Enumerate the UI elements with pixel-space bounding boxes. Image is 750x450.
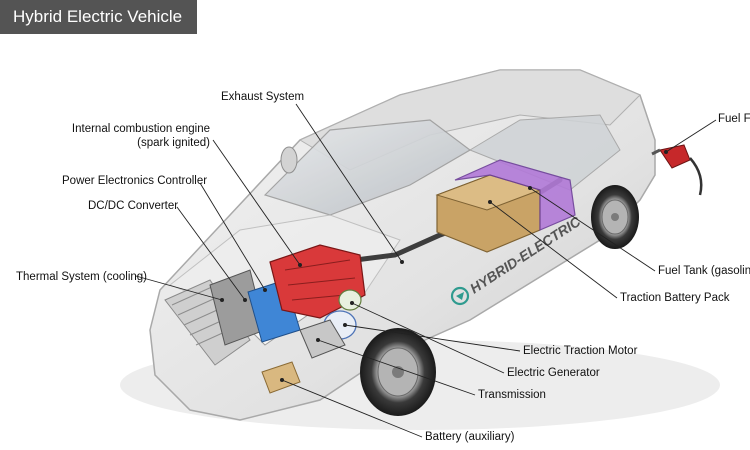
label-traction-battery-pack: Traction Battery Pack (620, 292, 730, 304)
label-battery-auxiliary: Battery (auxiliary) (425, 431, 515, 443)
front-wheel (360, 328, 436, 416)
label-electric-generator: Electric Generator (507, 367, 600, 379)
label-internal-combustion-engine: Internal combustion engine (spark ignite… (70, 122, 210, 150)
leader-transmission (317, 339, 476, 396)
leader-aux-battery (281, 379, 423, 438)
leader-fuel-tank (529, 187, 656, 272)
leader-motor (344, 324, 521, 352)
label-ice-line2: (spark ignited) (137, 137, 210, 149)
leader-exhaust (295, 103, 403, 263)
leader-fuel-filler (665, 119, 717, 153)
hybrid-badge-logo (450, 286, 470, 306)
engine-detail (284, 259, 356, 301)
title-bar: Hybrid Electric Vehicle (0, 0, 197, 34)
leader-dots (220, 150, 668, 382)
label-ice-line1: Internal combustion engine (71, 123, 210, 135)
label-fuel-filler: Fuel Filler (718, 113, 750, 125)
label-power-electronics-controller: Power Electronics Controller (62, 175, 208, 187)
generator (338, 289, 362, 311)
leader-traction-battery (489, 201, 618, 299)
aux-battery-block (261, 361, 301, 394)
leader-ice (212, 139, 301, 266)
side-mirror (280, 146, 298, 174)
page-title: Hybrid Electric Vehicle (13, 7, 183, 26)
label-transmission: Transmission (478, 389, 546, 401)
label-thermal-system: Thermal System (cooling) (16, 271, 148, 283)
rear-wheel (591, 185, 639, 249)
fuel-tank-block (454, 159, 576, 231)
leader-dcdc (176, 206, 246, 301)
fuel-nozzle (651, 144, 703, 196)
leader-lines (135, 103, 717, 438)
leader-thermal (135, 275, 223, 301)
leader-pec (199, 182, 266, 291)
label-electric-traction-motor: Electric Traction Motor (523, 345, 638, 357)
label-exhaust-system: Exhaust System (221, 91, 305, 103)
leader-generator (351, 302, 505, 374)
label-fuel-tank: Fuel Tank (gasoline) (658, 265, 750, 277)
transmission-block (299, 319, 346, 359)
label-dcdc-converter: DC/DC Converter (88, 200, 179, 212)
